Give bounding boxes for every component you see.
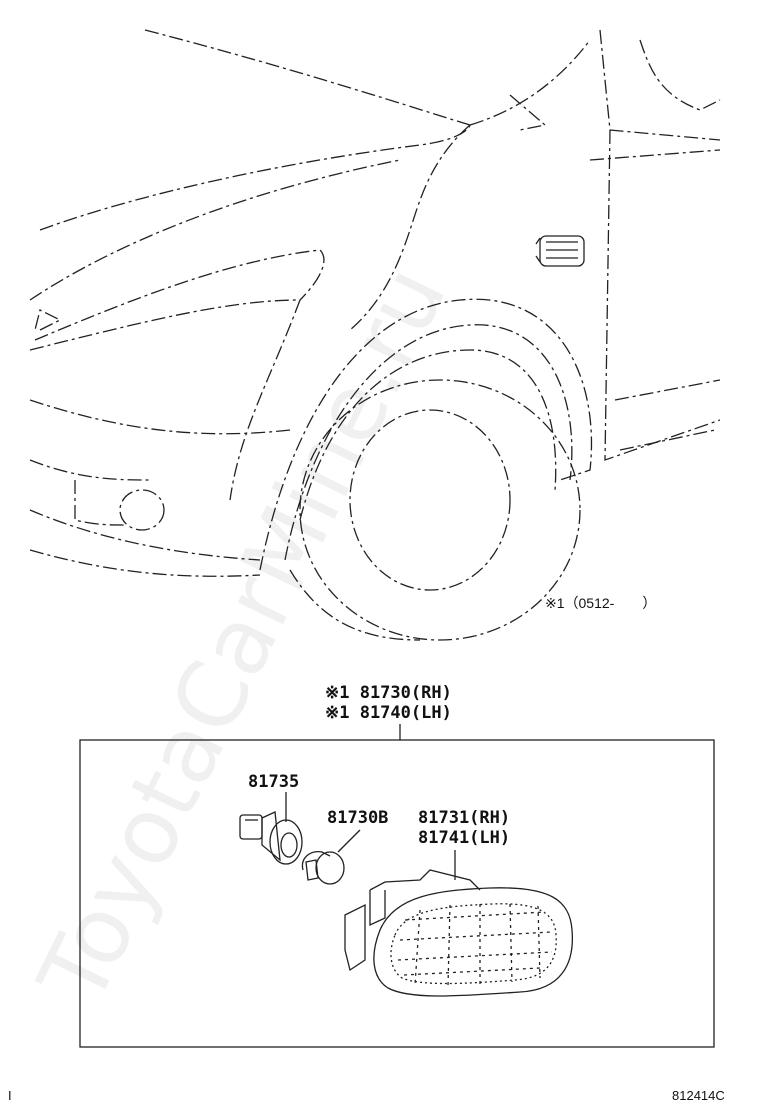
side-marker-location <box>535 235 585 267</box>
label-lens-lh: 81741(LH) <box>418 828 510 848</box>
bulb-part <box>301 851 345 885</box>
assembly-label-rh: ※1 81730(RH) <box>325 683 452 703</box>
watermark: ToyotaCarMine.ru <box>18 250 467 1020</box>
label-bulb: 81730B <box>327 808 388 828</box>
socket-part <box>239 811 303 865</box>
left-mark: I <box>8 1088 12 1103</box>
figure-number: 812414C <box>672 1088 725 1103</box>
lens-part <box>344 869 574 997</box>
car-front-outline <box>29 29 721 641</box>
label-lens-rh: 81731(RH) <box>418 808 510 828</box>
applicability-note: ※1（0512- ） <box>545 595 656 611</box>
assembly-label-lh: ※1 81740(LH) <box>325 703 452 723</box>
label-socket: 81735 <box>248 772 299 792</box>
assembly-frame <box>79 739 715 1048</box>
